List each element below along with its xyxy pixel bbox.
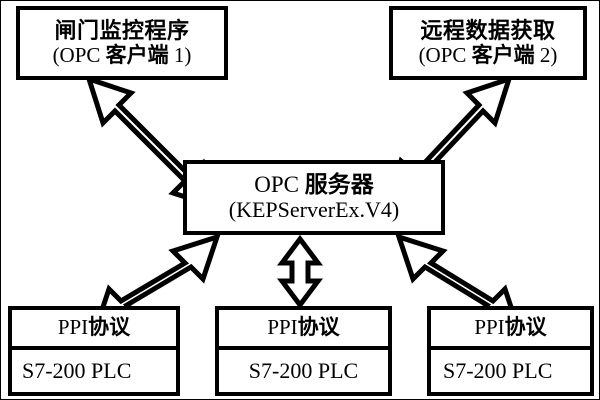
plc-1-protocol-latin: PPI — [57, 315, 89, 340]
plc-1-protocol: PPI 协议 — [12, 310, 176, 350]
client-1-subtitle-cjk: 客户端 — [105, 42, 169, 67]
plc-2-model: S7-200 PLC — [248, 357, 359, 383]
opc-server-title-latin: OPC — [254, 172, 305, 198]
opc-server-subtitle: (KEPServerEx.V4) — [228, 197, 400, 223]
plc-3-protocol-latin: PPI — [474, 315, 505, 340]
client-2-subtitle-cjk: 客户端 — [471, 42, 535, 67]
arrow-server-plc2 — [277, 234, 323, 310]
client-1-subtitle-open: (OPC — [52, 42, 106, 67]
plc-2-protocol-cjk: 协议 — [297, 315, 340, 340]
plc-1-model: S7-200 PLC — [22, 357, 132, 383]
opc-server-title: OPC 服务器 — [187, 172, 441, 198]
client-1-title: 闸门监控程序 — [54, 17, 190, 43]
node-plc-2[interactable]: PPI 协议 S7-200 PLC — [215, 306, 392, 396]
node-opc-server[interactable]: OPC 服务器 (KEPServerEx.V4) — [183, 160, 445, 235]
client-1-subtitle-close: 1) — [168, 42, 192, 67]
plc-1-protocol-cjk: 协议 — [88, 315, 131, 340]
opc-server-title-cjk: 服务器 — [304, 172, 374, 198]
client-1-subtitle: (OPC 客户端 1) — [20, 42, 224, 68]
plc-2-protocol-latin: PPI — [267, 315, 298, 340]
node-plc-3[interactable]: PPI 协议 S7-200 PLC — [427, 306, 594, 396]
client-2-subtitle: (OPC 客户端 2) — [393, 42, 583, 68]
node-opc-client-2[interactable]: 远程数据获取 (OPC 客户端 2) — [389, 6, 587, 80]
node-plc-1[interactable]: PPI 协议 S7-200 PLC — [8, 306, 180, 396]
plc-3-model: S7-200 PLC — [443, 357, 553, 383]
plc-3-protocol: PPI 协议 — [431, 310, 590, 350]
node-opc-client-1[interactable]: 闸门监控程序 (OPC 客户端 1) — [16, 6, 228, 80]
plc-2-protocol: PPI 协议 — [219, 310, 388, 350]
client-2-title: 远程数据获取 — [420, 17, 556, 43]
client-2-subtitle-close: 2) — [534, 42, 558, 67]
client-2-subtitle-open: (OPC — [418, 42, 472, 67]
plc-3-protocol-cjk: 协议 — [504, 315, 547, 340]
